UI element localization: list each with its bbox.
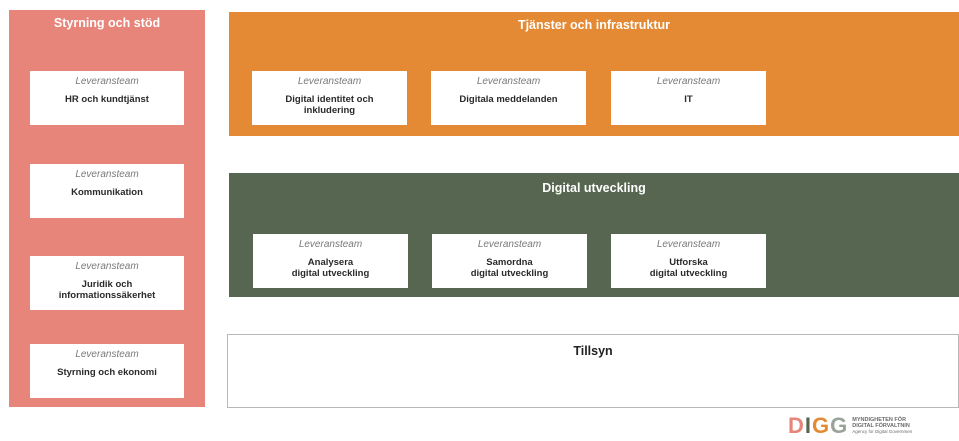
card-kicker: Leveransteam <box>656 239 721 250</box>
card-kicker: Leveransteam <box>297 76 362 87</box>
logo-line-2: DIGITAL FÖRVALTNIN <box>852 422 910 429</box>
card-kicker: Leveransteam <box>75 349 139 360</box>
logo-letter: G <box>830 412 848 438</box>
card-name: Analysera digital utveckling <box>291 257 370 279</box>
card-name: Digitala meddelanden <box>459 94 558 105</box>
digg-logo: D I G G MYNDIGHETEN FÖR DIGITAL FÖRVALTN… <box>788 410 959 441</box>
card-kicker: Leveransteam <box>75 169 139 180</box>
team-card-styrning-ekonomi[interactable]: Leveransteam Styrning och ekonomi <box>30 344 184 398</box>
team-card-analysera[interactable]: Leveransteam Analysera digital utvecklin… <box>253 234 408 288</box>
digg-logo-mark: D I G G <box>788 412 848 438</box>
panel-title: Tillsyn <box>573 344 613 358</box>
team-card-digitala-meddelanden[interactable]: Leveransteam Digitala meddelanden <box>431 71 586 125</box>
card-kicker: Leveransteam <box>75 76 139 87</box>
logo-text: MYNDIGHETEN FÖR DIGITAL FÖRVALTNIN Agenc… <box>852 417 912 435</box>
logo-line-1: MYNDIGHETEN FÖR <box>852 416 907 423</box>
logo-letter: D <box>788 412 804 438</box>
card-name: IT <box>684 94 693 105</box>
logo-letter: I <box>804 412 812 438</box>
team-card-kommunikation[interactable]: Leveransteam Kommunikation <box>30 164 184 218</box>
digital-utveckling-panel: Digital utveckling Leveransteam Analyser… <box>229 173 959 297</box>
team-card-it[interactable]: Leveransteam IT <box>611 71 766 125</box>
card-kicker: Leveransteam <box>476 76 541 87</box>
card-name: Kommunikation <box>71 187 143 198</box>
logo-line-3: Agency for Digital Governmen <box>852 428 913 434</box>
team-card-digital-identitet[interactable]: Leveransteam Digital identitet och inklu… <box>252 71 407 125</box>
card-name: Digital identitet och inkludering <box>285 94 374 116</box>
card-kicker: Leveransteam <box>75 261 139 272</box>
logo-letter: G <box>812 412 830 438</box>
card-name: Samordna digital utveckling <box>470 257 549 279</box>
styrning-och-stod-panel: Styrning och stöd Leveransteam HR och ku… <box>9 10 205 407</box>
card-name: Styrning och ekonomi <box>57 367 157 378</box>
panel-title: Styrning och stöd <box>53 16 161 30</box>
card-kicker: Leveransteam <box>298 239 363 250</box>
tjanster-och-infrastruktur-panel: Tjänster och infrastruktur Leveransteam … <box>229 12 959 136</box>
card-name: Utforska digital utveckling <box>649 257 728 279</box>
card-name: Juridik och informationssäkerhet <box>58 279 156 301</box>
team-card-juridik[interactable]: Leveransteam Juridik och informationssäk… <box>30 256 184 310</box>
panel-title: Tjänster och infrastruktur <box>517 18 671 32</box>
panel-title: Digital utveckling <box>542 181 646 195</box>
card-kicker: Leveransteam <box>656 76 721 87</box>
team-card-hr[interactable]: Leveransteam HR och kundtjänst <box>30 71 184 125</box>
tillsyn-panel: Tillsyn <box>227 334 959 408</box>
team-card-samordna[interactable]: Leveransteam Samordna digital utveckling <box>432 234 587 288</box>
team-card-utforska[interactable]: Leveransteam Utforska digital utveckling <box>611 234 766 288</box>
card-name: HR och kundtjänst <box>65 94 149 105</box>
card-kicker: Leveransteam <box>477 239 542 250</box>
